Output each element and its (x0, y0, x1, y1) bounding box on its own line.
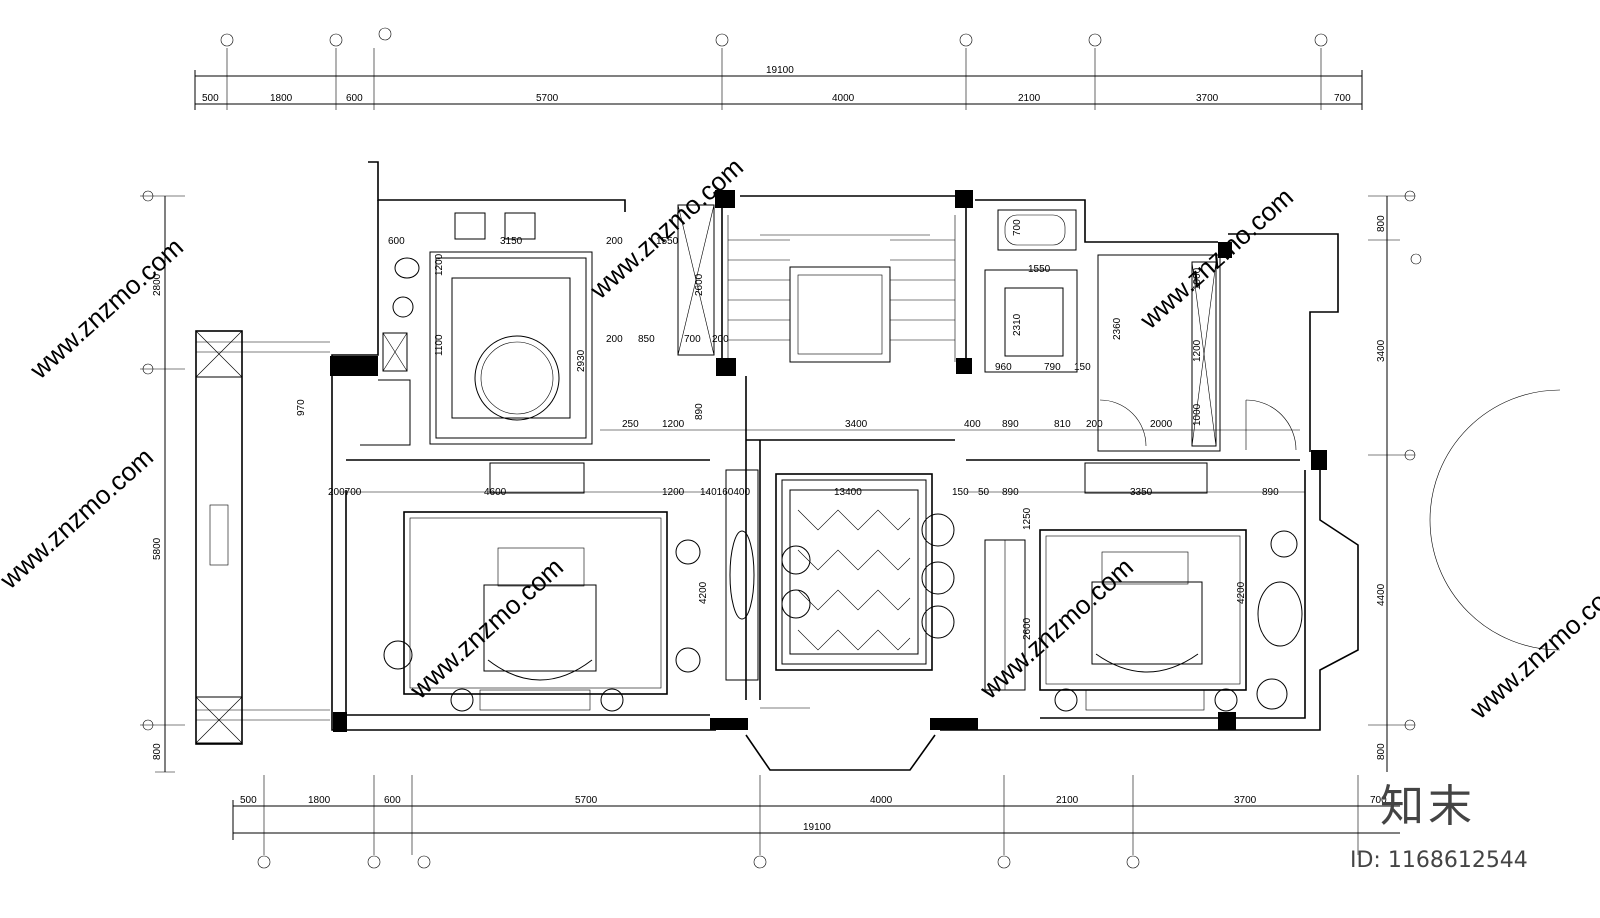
dim-3350: 3350 (1130, 487, 1153, 498)
dim-200700: 200700 (328, 487, 362, 498)
center-room: 140160400 13400 150 50 890 (700, 376, 1019, 709)
dim-2600-a: 2600 (694, 273, 705, 296)
bottom-dim-4000: 4000 (870, 795, 893, 806)
left-dim-2800: 2800 (152, 273, 163, 296)
top-dim-5700: 5700 (536, 93, 559, 104)
dim-150-b: 150 (952, 487, 969, 498)
dim-1200-c: 1200 (1192, 339, 1203, 362)
dim-200-b: 200 (606, 334, 623, 345)
dim-4200-b: 4200 (1236, 581, 1247, 604)
dim-890-a: 890 (694, 403, 705, 420)
dim-2600-b: 2600 (1022, 617, 1033, 640)
dim-250: 250 (622, 419, 639, 430)
dim-1100: 1100 (434, 334, 445, 356)
dim-3150: 3150 (500, 236, 523, 247)
left-dim-800: 800 (152, 743, 163, 760)
bedroom-right: 3350 890 1250 2600 4200 (966, 389, 1561, 712)
left-dim-5800: 5800 (152, 537, 163, 560)
watermark-text: www.znzmo.com (1463, 572, 1600, 725)
dim-890-b: 890 (1002, 419, 1019, 430)
bottom-total-dim: 19100 (803, 822, 831, 833)
dim-13400: 13400 (834, 487, 862, 498)
watermark-text: www.znzmo.com (23, 232, 189, 385)
dim-150: 150 (1074, 362, 1091, 373)
top-dim-1800: 1800 (270, 93, 293, 104)
dim-1200-a: 1200 (434, 253, 445, 276)
right-dim-4400: 4400 (1376, 583, 1387, 606)
dim-810: 810 (1054, 419, 1071, 430)
left-dimension-chain: 2800 5800 800 (140, 190, 185, 773)
stair-hall: 2600 200 850 700 200 (606, 204, 956, 363)
dim-1000-b: 1000 (1192, 403, 1203, 426)
right-dim-800-bottom: 800 (1376, 743, 1387, 760)
dim-4200-a: 4200 (698, 581, 709, 604)
dim-1000-a: 1000 (1192, 267, 1203, 290)
top-dim-4000: 4000 (832, 93, 855, 104)
dim-2000: 2000 (1150, 419, 1173, 430)
left-balcony (195, 330, 330, 745)
dim-140160400: 140160400 (700, 487, 750, 498)
dim-4600: 4600 (484, 487, 507, 498)
dim-890-c: 890 (1002, 487, 1019, 498)
top-dim-500: 500 (202, 93, 219, 104)
dim-790: 790 (1044, 362, 1061, 373)
dim-890-d: 890 (1262, 487, 1279, 498)
top-dim-700: 700 (1334, 93, 1351, 104)
right-dim-3400: 3400 (1376, 339, 1387, 362)
dim-600: 600 (388, 236, 405, 247)
dim-970: 970 (296, 399, 307, 416)
right-dimension-chain: 800 3400 4400 800 (1368, 190, 1422, 772)
dim-2360: 2360 (1112, 317, 1123, 340)
right-dim-800-top: 800 (1376, 215, 1387, 232)
upper-right-closet: 2360 1000 1200 1000 (1097, 254, 1297, 452)
dim-1550-a: 1550 (656, 236, 679, 247)
dim-700: 700 (684, 334, 701, 345)
dim-1250: 1250 (1022, 507, 1033, 530)
top-dim-3700: 3700 (1196, 93, 1219, 104)
corridor-dimensions: 250 1200 890 3400 400 890 810 200 2000 (600, 399, 1300, 447)
dim-850: 850 (638, 334, 655, 345)
dim-960: 960 (995, 362, 1012, 373)
bottom-dim-700: 700 (1370, 795, 1387, 806)
watermark-group: www.znzmo.com www.znzmo.com www.znzmo.co… (0, 152, 1600, 725)
dim-1550-b: 1550 (1028, 264, 1051, 275)
dim-3400-int: 3400 (845, 419, 868, 430)
dim-2930: 2930 (576, 349, 587, 372)
watermark-text: www.znzmo.com (403, 552, 569, 705)
bottom-dim-1800: 1800 (308, 795, 331, 806)
top-dim-2100: 2100 (1018, 93, 1041, 104)
dim-50: 50 (978, 487, 990, 498)
master-bathroom: 600 3150 200 1550 2930 1200 1100 970 (296, 212, 679, 446)
dim-400-a: 400 (964, 419, 981, 430)
dim-200-c: 200 (712, 334, 729, 345)
brand-logo: 知末 (1380, 781, 1476, 832)
bottom-dimension-chain: 500 1800 600 5700 4000 2100 3700 700 191… (232, 775, 1400, 869)
dim-2310: 2310 (1012, 313, 1023, 336)
watermark-text: www.znzmo.com (973, 552, 1139, 705)
dim-200-a: 200 (606, 236, 623, 247)
top-dim-600: 600 (346, 93, 363, 104)
dim-700-b: 700 (1012, 219, 1023, 236)
bottom-dim-3700: 3700 (1234, 795, 1257, 806)
guest-bathroom: 700 1550 2310 960 790 150 (984, 209, 1091, 373)
bedroom-left: 200700 4600 1200 4200 (328, 459, 710, 712)
top-total-dim: 19100 (766, 65, 794, 76)
bottom-dim-500: 500 (240, 795, 257, 806)
bottom-dim-2100: 2100 (1056, 795, 1079, 806)
bottom-dim-5700: 5700 (575, 795, 598, 806)
dim-1200-b: 1200 (662, 419, 685, 430)
dim-200-d: 200 (1086, 419, 1103, 430)
top-dimension-chain: 19100 500 1800 600 5700 4000 2100 3700 7… (194, 27, 1363, 110)
bottom-dim-600: 600 (384, 795, 401, 806)
structural-columns (330, 190, 1327, 732)
dim-1200-d: 1200 (662, 487, 685, 498)
image-id-label: ID: 1168612544 (1350, 848, 1528, 873)
watermark-text: www.znzmo.com (583, 152, 749, 305)
watermark-text: www.znzmo.com (0, 442, 159, 595)
